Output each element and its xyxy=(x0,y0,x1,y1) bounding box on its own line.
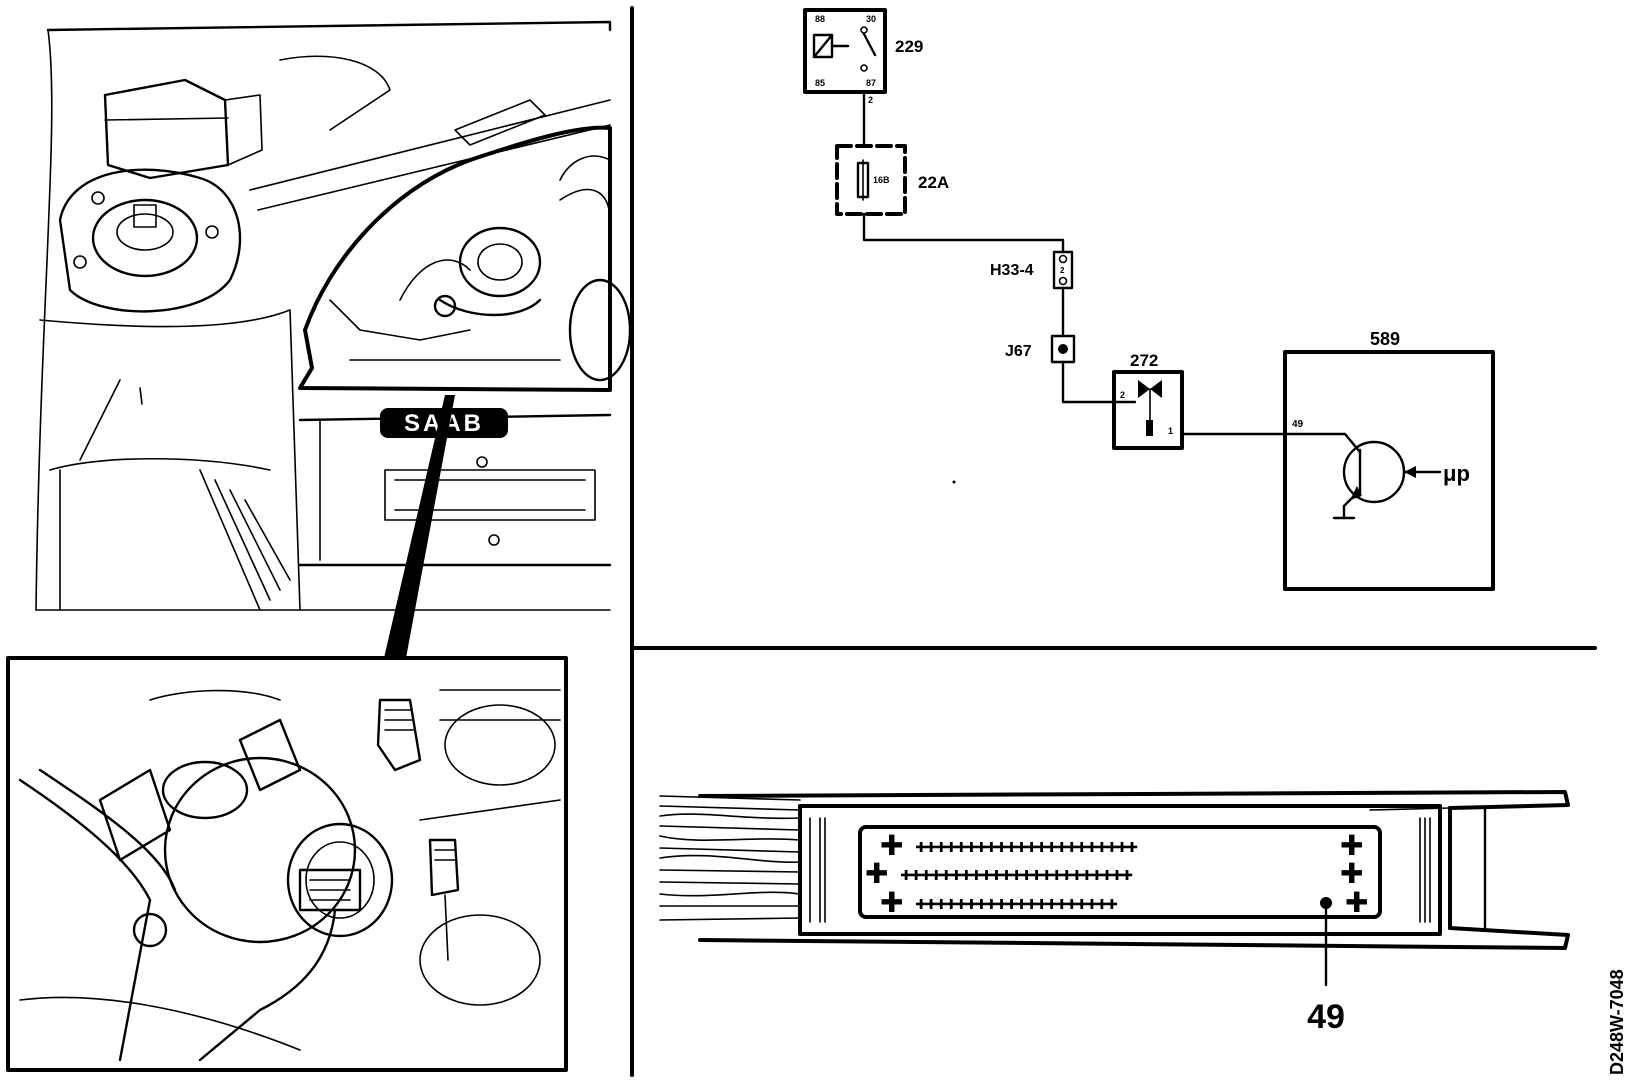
valve-pin-2: 2 xyxy=(1120,390,1125,400)
connector-h-id: H33-4 xyxy=(990,262,1034,279)
pin-row-1: ✚ ✚ ✚✚✚✚✚✚✚✚✚✚✚✚✚✚✚✚✚✚✚✚✚✚ xyxy=(880,829,1363,862)
wire-j67-valve xyxy=(1061,360,1137,404)
fuse-22A: 16B 22A xyxy=(835,144,949,216)
wire-fuse-h33 xyxy=(862,212,1065,254)
fuse-id-label: 22A xyxy=(918,173,949,192)
junction-id: J67 xyxy=(1005,343,1032,360)
pin-row-3: ✚ ✚ ✚✚✚✚✚✚✚✚✚✚✚✚✚✚✚✚✚✚✚✚ xyxy=(880,886,1368,919)
relay-output-pin: 2 xyxy=(868,95,873,105)
connector-h-pin: 2 xyxy=(1060,266,1065,275)
svg-text:✚: ✚ xyxy=(1345,886,1368,919)
svg-text:✚: ✚ xyxy=(865,857,888,890)
wiring-schematic: 88 30 85 87 229 2 16B 22A 2 H33-4 xyxy=(803,8,1495,591)
svg-text:✚✚✚✚✚✚✚✚✚✚✚✚✚✚✚✚✚✚✚✚: ✚✚✚✚✚✚✚✚✚✚✚✚✚✚✚✚✚✚✚✚ xyxy=(915,890,1118,914)
panel-dividers xyxy=(630,6,1597,1077)
relay-pin-30: 30 xyxy=(866,14,876,24)
valve-id-label: 272 xyxy=(1130,351,1158,370)
relay-pin-87: 87 xyxy=(866,78,876,88)
relay-229: 88 30 85 87 229 2 xyxy=(803,8,923,105)
svg-text:✚: ✚ xyxy=(880,886,903,919)
pin-callout-label: 49 xyxy=(1307,998,1345,1036)
svg-text:✚: ✚ xyxy=(880,829,903,862)
figure-code: D248W-7048 xyxy=(1607,969,1627,1075)
pin-row-2: ✚ ✚ ✚✚✚✚✚✚✚✚✚✚✚✚✚✚✚✚✚✚✚✚✚✚✚ xyxy=(865,857,1363,890)
junction-J67: J67 xyxy=(1005,334,1076,364)
relay-id-label: 229 xyxy=(895,37,923,56)
svg-text:✚✚✚✚✚✚✚✚✚✚✚✚✚✚✚✚✚✚✚✚✚✚: ✚✚✚✚✚✚✚✚✚✚✚✚✚✚✚✚✚✚✚✚✚✚ xyxy=(915,833,1138,857)
stray-dot xyxy=(952,480,956,484)
relay-pin-88: 88 xyxy=(815,14,825,24)
svg-text:✚: ✚ xyxy=(1340,857,1363,890)
detail-pointer xyxy=(384,395,455,658)
svg-text:✚: ✚ xyxy=(1340,829,1363,862)
ecu-id-label: 589 xyxy=(1370,329,1400,349)
engine-bay-illustration: SAAB xyxy=(35,20,632,658)
ecu-connector-illustration: ✚ ✚ ✚✚✚✚✚✚✚✚✚✚✚✚✚✚✚✚✚✚✚✚✚✚ ✚ ✚ ✚✚✚✚✚✚✚✚✚… xyxy=(659,790,1570,1036)
fuse-rating: 16B xyxy=(873,175,890,185)
pin-field xyxy=(858,825,1382,919)
ecu-pin-label: 49 xyxy=(1292,419,1304,430)
ecu-input-label: μp xyxy=(1443,461,1470,486)
wire-bundle xyxy=(659,795,801,921)
valve-272: 2 1 272 xyxy=(1112,351,1184,450)
valve-pin-1: 1 xyxy=(1168,426,1173,436)
component-detail-illustration xyxy=(6,656,568,1072)
svg-text:✚✚✚✚✚✚✚✚✚✚✚✚✚✚✚✚✚✚✚✚✚✚✚: ✚✚✚✚✚✚✚✚✚✚✚✚✚✚✚✚✚✚✚✚✚✚✚ xyxy=(900,861,1133,885)
ecu-589: 589 49 μp xyxy=(1283,329,1495,591)
connector-H33-4: 2 H33-4 xyxy=(990,250,1074,290)
relay-pin-85: 85 xyxy=(815,78,825,88)
